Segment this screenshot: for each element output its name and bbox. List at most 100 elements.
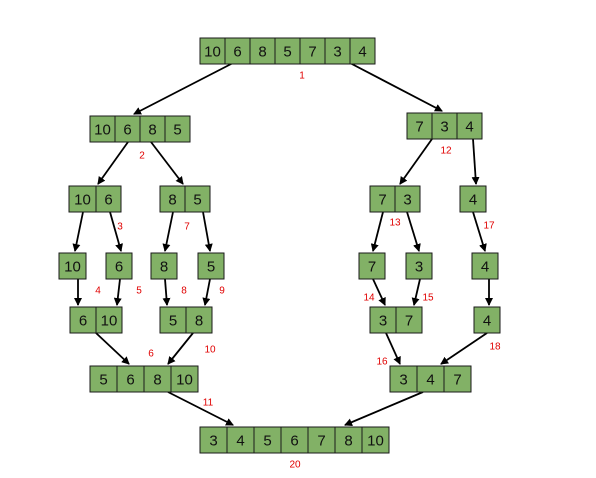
array-m18: 4	[473, 306, 501, 334]
arrows-layer	[72, 62, 493, 426]
array-cell	[199, 37, 226, 65]
array-cell-value: 3	[209, 433, 217, 450]
arrow-a7-to-a9	[202, 211, 213, 252]
array-cell	[389, 365, 418, 393]
array-cell-value: 8	[153, 372, 161, 389]
array-a14: 7	[358, 252, 386, 280]
arrow-a13-to-a14	[370, 211, 384, 252]
array-cell	[224, 37, 251, 65]
array-cell	[274, 37, 301, 65]
array-cell	[226, 426, 255, 454]
array-cell-value: 6	[233, 44, 241, 61]
array-cell-value: 6	[290, 433, 298, 450]
array-cell	[334, 426, 363, 454]
array-cell-value: 10	[94, 122, 111, 139]
step-number-label: 16	[376, 357, 388, 368]
arrow-a1-to-a12	[349, 62, 443, 112]
step-number-label: 10	[204, 345, 216, 356]
arrow-a14-to-m16	[372, 278, 386, 306]
array-cell-value: 6	[123, 122, 131, 139]
array-cell-value: 8	[344, 433, 352, 450]
array-cell-value: 8	[148, 122, 156, 139]
arrow-a7-to-a8	[162, 211, 174, 252]
array-a5: 6	[105, 252, 133, 280]
arrow-a1-to-a2	[133, 62, 234, 115]
step-number-label: 14	[363, 293, 375, 304]
array-cell-value: 5	[283, 44, 291, 61]
array-cell	[69, 306, 97, 334]
array-a17: 4	[459, 185, 487, 213]
array-cell-value: 3	[379, 313, 387, 330]
arrow-a2-to-a7	[150, 141, 184, 185]
step-number-label: 3	[117, 222, 123, 233]
step-number-label: 13	[389, 218, 401, 229]
array-cell-value: 6	[115, 259, 123, 276]
array-cell-value: 10	[204, 44, 221, 61]
arrow-a17-to-a18	[472, 211, 487, 252]
array-a8: 8	[150, 252, 178, 280]
arrow-a12-to-a17	[471, 138, 480, 185]
step-number-label: 20	[289, 460, 301, 471]
step-number-label: 18	[489, 342, 501, 353]
arrow-m11-to-m20	[167, 391, 234, 426]
array-cell-value: 7	[453, 372, 461, 389]
array-cell-value: 3	[440, 119, 448, 136]
array-cell	[361, 426, 390, 454]
step-number-label: 6	[148, 349, 154, 360]
array-cell-value: 10	[176, 372, 193, 389]
step-number-label: 15	[422, 293, 434, 304]
arrow-m19-to-m20	[344, 391, 424, 426]
array-cell	[443, 365, 472, 393]
array-a4: 10	[58, 252, 87, 280]
array-cell	[249, 37, 276, 65]
array-cell	[159, 306, 187, 334]
array-cell-value: 5	[99, 372, 107, 389]
arrow-a5-to-m6	[113, 278, 122, 306]
step-number-label: 5	[136, 286, 142, 297]
arrow-m6-to-m11	[95, 332, 130, 365]
array-cell-value: 4	[236, 433, 244, 450]
array-cell	[459, 185, 487, 213]
array-cell-value: 5	[207, 259, 215, 276]
array-cell	[369, 185, 396, 213]
array-cell	[139, 115, 166, 143]
array-cell	[199, 426, 228, 454]
array-cell	[416, 365, 445, 393]
array-cell	[395, 306, 423, 334]
arrow-a3-to-a4	[72, 211, 84, 252]
step-number-label: 9	[219, 286, 225, 297]
array-cell-value: 3	[403, 192, 411, 209]
array-cell-value: 4	[469, 192, 477, 209]
array-cell-value: 7	[378, 192, 386, 209]
array-cell	[170, 365, 199, 393]
array-cell	[431, 112, 458, 140]
array-cell	[456, 112, 483, 140]
array-a9: 5	[197, 252, 225, 280]
arrow-a13-to-a15	[406, 211, 421, 252]
array-cell-value: 4	[426, 372, 434, 389]
array-cell-value: 7	[317, 433, 325, 450]
array-cell-value: 6	[104, 192, 112, 209]
array-cell	[164, 115, 191, 143]
arrow-a12-to-a13	[399, 138, 433, 185]
array-cell-value: 3	[415, 259, 423, 276]
array-cell-value: 6	[126, 372, 134, 389]
array-cell-value: 5	[193, 192, 201, 209]
array-cell-value: 3	[333, 44, 341, 61]
array-a18: 4	[471, 252, 499, 280]
step-number-label: 17	[483, 221, 495, 232]
arrow-a8-to-m10	[162, 278, 171, 306]
array-cell	[307, 426, 336, 454]
